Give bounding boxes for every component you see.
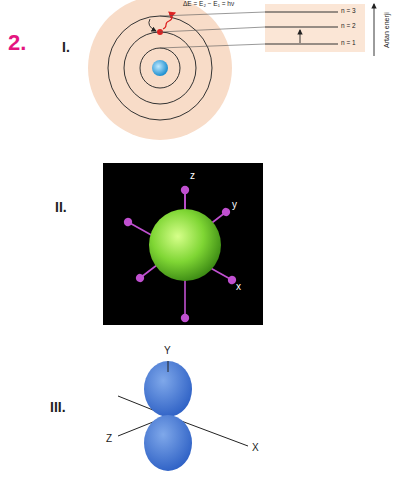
part-number: II. (55, 200, 67, 214)
s-orbital (103, 163, 263, 325)
axis-label: Z (106, 434, 112, 444)
level-label: n = 1 (341, 40, 356, 47)
part-number: III. (50, 400, 66, 414)
axis-label: Artan enerji (383, 12, 390, 48)
axis-label: X (252, 443, 259, 453)
level-label: n = 2 (341, 23, 356, 30)
level-label: n = 3 (341, 8, 356, 15)
p-orbital (118, 361, 248, 471)
figure-number: 2. (8, 32, 26, 54)
axis-label: x (236, 282, 241, 292)
axis-label: z (190, 171, 195, 181)
energy-formula: ΔE = E₂ − E₁ = hν (183, 1, 234, 8)
axis-label: y (232, 200, 237, 210)
bohr-model (88, 0, 374, 140)
axis-label: Y (164, 346, 171, 356)
part-number: I. (62, 40, 70, 54)
